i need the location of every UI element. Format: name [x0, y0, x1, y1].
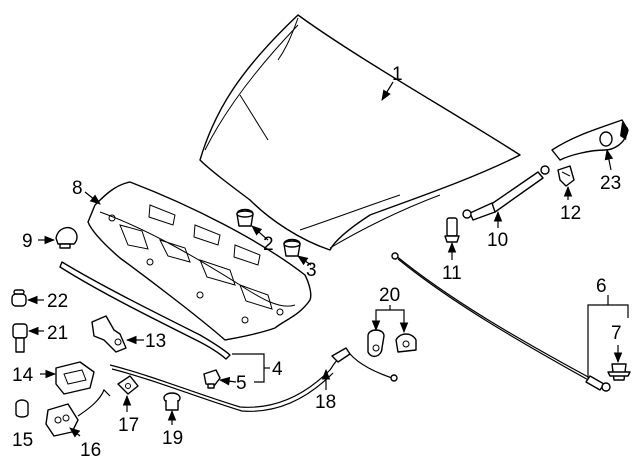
callout-15: 15 [12, 430, 33, 451]
callout-3: 3 [306, 260, 317, 281]
callout-9: 9 [22, 231, 33, 252]
callout-11: 11 [442, 263, 462, 284]
hood-bumper-3[interactable] [283, 238, 301, 257]
clip-19[interactable] [163, 392, 181, 411]
callout-18: 18 [315, 392, 336, 413]
hood-bumper-2[interactable] [236, 208, 254, 227]
grommet-17[interactable] [117, 375, 139, 395]
callout-14: 14 [12, 365, 34, 386]
release-cable-18[interactable] [109, 347, 398, 412]
plug-22[interactable] [11, 289, 27, 307]
connector-21[interactable] [12, 323, 28, 353]
callout-8: 8 [72, 178, 83, 199]
hood-clip-9[interactable] [55, 226, 78, 249]
release-handle-14[interactable] [55, 361, 95, 395]
callout-17: 17 [118, 415, 139, 436]
release-handle-left[interactable] [367, 329, 385, 358]
callout-7: 7 [611, 323, 622, 344]
callout-2: 2 [263, 234, 274, 255]
callout-12: 12 [560, 203, 581, 224]
hood-hinge-bracket[interactable] [551, 119, 629, 161]
hood-seal-strip[interactable] [59, 261, 231, 360]
callout-16: 16 [80, 440, 101, 461]
callout-21: 21 [47, 323, 68, 344]
hood-support-strut[interactable] [462, 165, 550, 221]
callout-13: 13 [145, 331, 166, 352]
callout-19: 19 [162, 428, 183, 449]
release-handle-16[interactable] [45, 388, 111, 437]
callout-10: 10 [487, 230, 508, 251]
hood-switch-13[interactable] [91, 315, 127, 353]
callout-23: 23 [600, 173, 621, 194]
release-cable-6[interactable] [391, 252, 611, 392]
bumper-15[interactable] [15, 399, 29, 418]
hood-panel[interactable] [199, 14, 521, 251]
hood-striker[interactable] [557, 165, 575, 187]
release-handle-right[interactable] [395, 333, 417, 353]
hood-inner-panel[interactable] [87, 181, 312, 341]
callout-1: 1 [392, 64, 403, 85]
callout-20: 20 [379, 285, 400, 306]
cable-clip-7[interactable] [607, 363, 631, 381]
hood-latch-11[interactable] [444, 217, 460, 243]
callout-5: 5 [236, 373, 247, 394]
callout-4: 4 [272, 359, 283, 380]
callout-6: 6 [596, 276, 607, 297]
seal-clip-5[interactable] [203, 369, 221, 389]
callout-22: 22 [47, 291, 68, 312]
